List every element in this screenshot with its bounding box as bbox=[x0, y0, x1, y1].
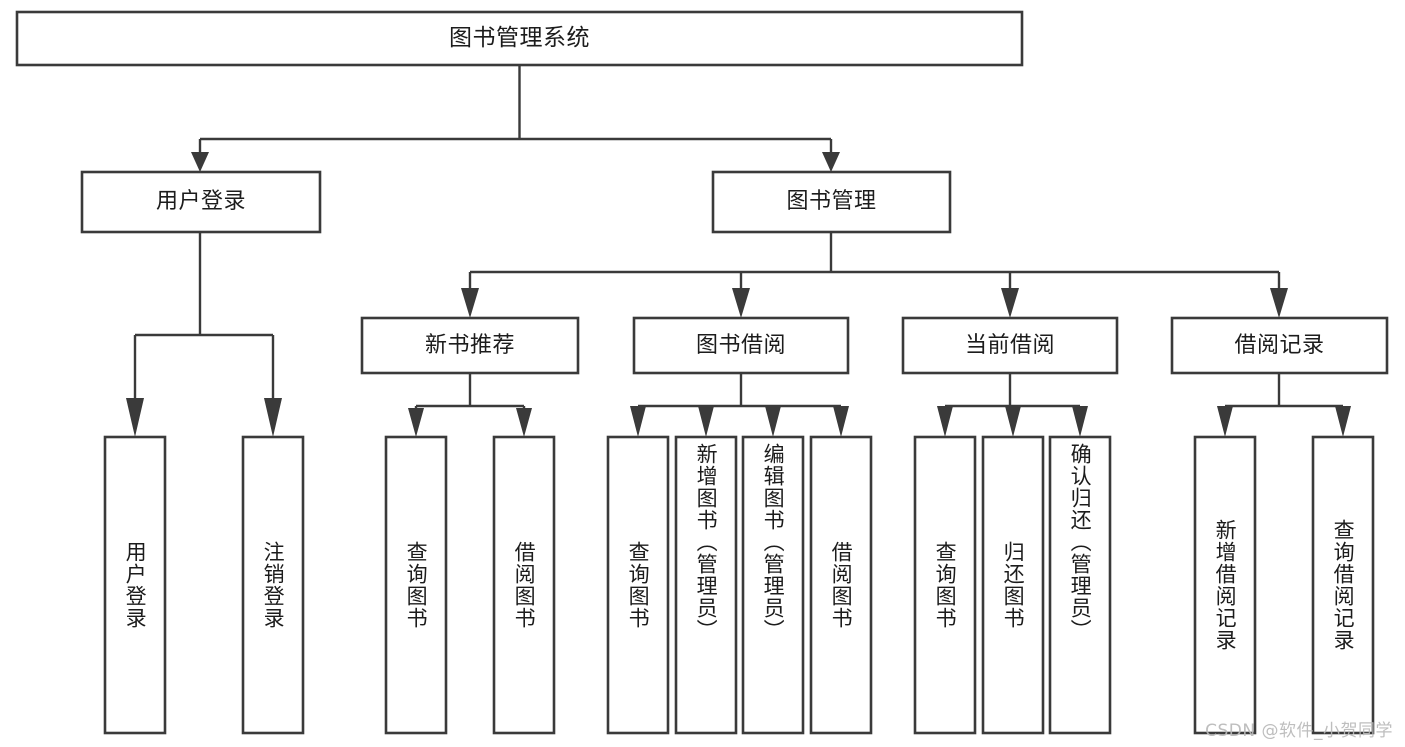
arrowhead-record bbox=[1270, 288, 1288, 318]
node-box-leaf-13[interactable] bbox=[1311, 435, 1375, 735]
arrowhead-leaf-11 bbox=[1072, 406, 1088, 437]
node-box-newbook[interactable] bbox=[360, 316, 580, 375]
node-box-leaf-1[interactable] bbox=[103, 435, 167, 735]
arrowhead-leaf-1 bbox=[126, 398, 144, 437]
connector-layer bbox=[126, 65, 1351, 437]
node-box-leaf-7[interactable] bbox=[741, 435, 805, 735]
arrowhead-borrow bbox=[732, 288, 750, 318]
arrowhead-current bbox=[1001, 288, 1019, 318]
node-box-leaf-5[interactable] bbox=[606, 435, 670, 735]
node-box-leaf-3[interactable] bbox=[384, 435, 448, 735]
node-box-leaf-11[interactable] bbox=[1048, 435, 1112, 735]
arrowhead-leaf-5 bbox=[630, 406, 646, 437]
node-box-root[interactable] bbox=[15, 10, 1024, 67]
node-box-leaf-4[interactable] bbox=[492, 435, 556, 735]
node-box-layer bbox=[15, 10, 1389, 735]
arrowhead-leaf-6 bbox=[698, 406, 714, 437]
arrowhead-bookmgmt bbox=[822, 152, 840, 172]
node-box-borrow[interactable] bbox=[632, 316, 850, 375]
arrowhead-leaf-9 bbox=[937, 406, 953, 437]
node-box-leaf-9[interactable] bbox=[913, 435, 977, 735]
arrowhead-login bbox=[191, 152, 209, 172]
arrowhead-leaf-12 bbox=[1217, 406, 1233, 437]
node-box-leaf-2[interactable] bbox=[241, 435, 305, 735]
node-box-leaf-6[interactable] bbox=[674, 435, 738, 735]
arrowhead-leaf-10 bbox=[1005, 406, 1021, 437]
arrowhead-newbook bbox=[461, 288, 479, 318]
node-box-leaf-10[interactable] bbox=[981, 435, 1045, 735]
node-box-current[interactable] bbox=[901, 316, 1119, 375]
arrowhead-leaf-3 bbox=[408, 408, 424, 437]
arrowhead-leaf-4 bbox=[516, 408, 532, 437]
node-box-leaf-8[interactable] bbox=[809, 435, 873, 735]
node-box-login[interactable] bbox=[80, 170, 322, 234]
csdn-watermark: CSDN @软件_小贺同学 bbox=[1205, 721, 1393, 741]
arrowhead-leaf-7 bbox=[765, 406, 781, 437]
arrowhead-leaf-8 bbox=[833, 406, 849, 437]
node-box-bookmgmt[interactable] bbox=[711, 170, 952, 234]
arrowhead-leaf-13 bbox=[1335, 406, 1351, 437]
node-box-record[interactable] bbox=[1170, 316, 1389, 375]
node-box-leaf-12[interactable] bbox=[1193, 435, 1257, 735]
arrowhead-leaf-2 bbox=[264, 398, 282, 437]
